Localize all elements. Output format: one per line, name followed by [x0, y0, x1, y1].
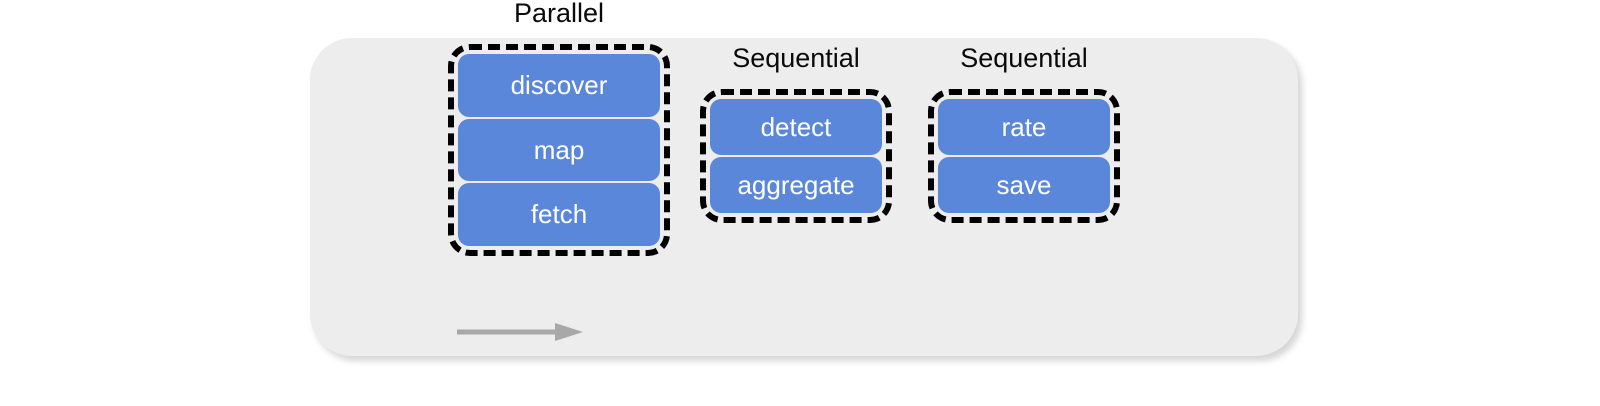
flow-direction-arrow — [455, 320, 585, 344]
group-label-sequential-2: Sequential — [960, 43, 1088, 73]
node-map[interactable]: map — [458, 118, 660, 182]
node-discover[interactable]: discover — [458, 54, 660, 117]
node-fetch[interactable]: fetch — [458, 183, 660, 247]
node-save[interactable]: save — [938, 157, 1110, 213]
group-box-parallel[interactable]: discover map fetch — [448, 44, 670, 256]
node-rate[interactable]: rate — [938, 99, 1110, 155]
node-aggregate[interactable]: aggregate — [710, 157, 882, 213]
group-box-sequential-2[interactable]: rate save — [928, 89, 1120, 223]
group-label-sequential-1: Sequential — [732, 43, 860, 73]
group-box-sequential-1[interactable]: detect aggregate — [700, 89, 892, 223]
group-label-parallel: Parallel — [513, 0, 605, 28]
node-detect[interactable]: detect — [710, 99, 882, 155]
